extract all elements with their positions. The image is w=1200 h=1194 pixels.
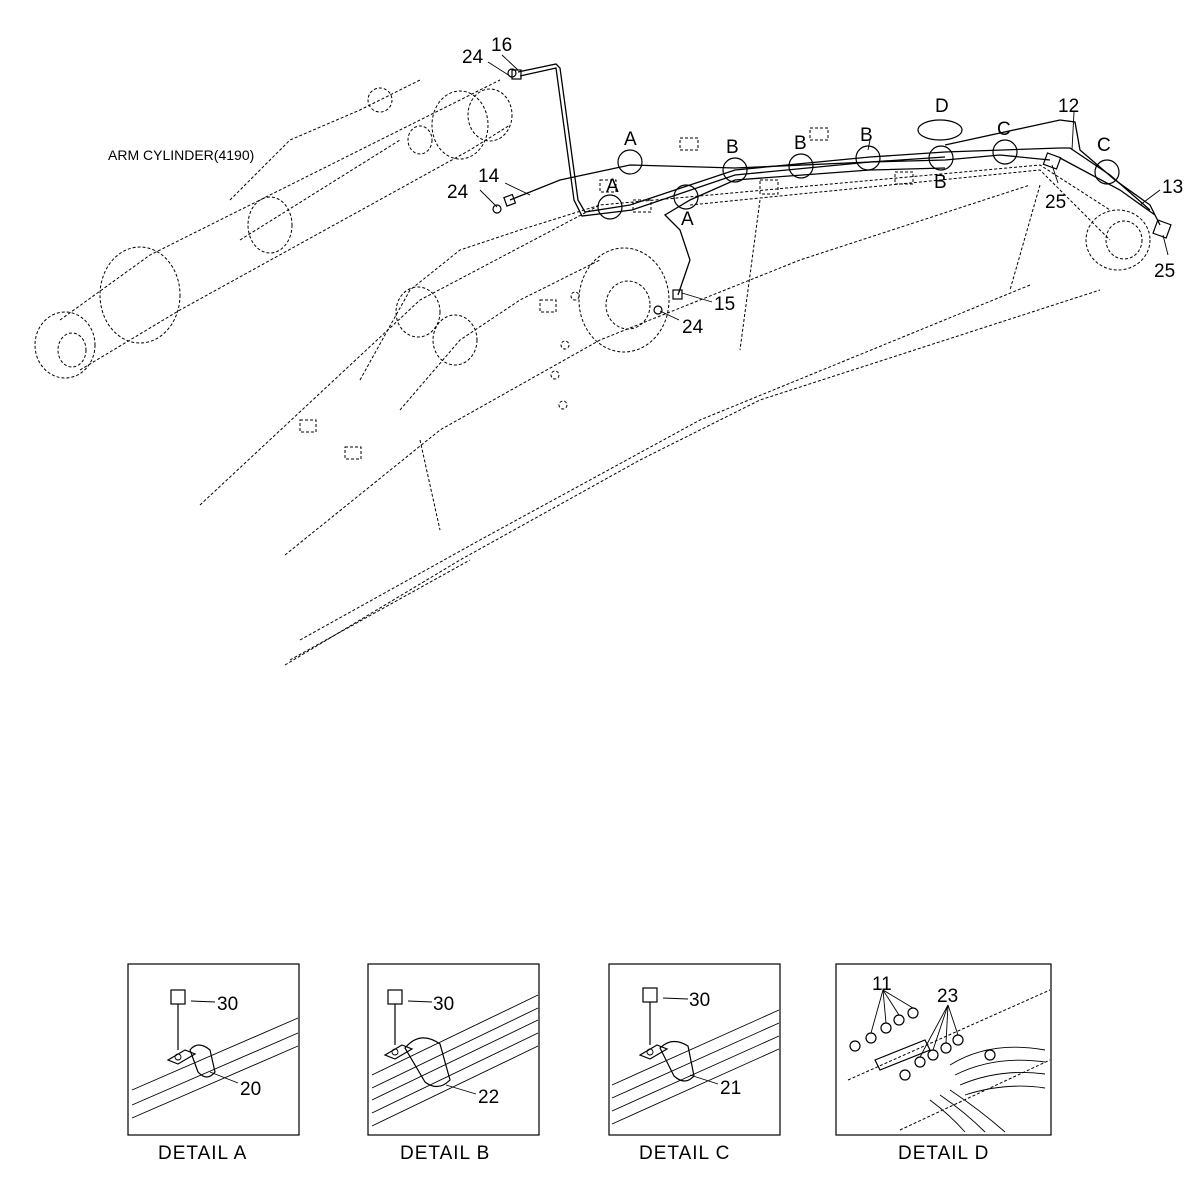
arm-cylinder-label: ARM CYLINDER(4190): [108, 147, 254, 163]
leader-lines: [479, 54, 1169, 321]
detail-marker-d: D: [935, 96, 949, 117]
detail-c-caption: DETAIL C: [639, 1143, 730, 1164]
detail-a-clamp-label: 20: [240, 1079, 261, 1100]
arm-cylinder: [34, 79, 513, 379]
boom: [199, 127, 1151, 666]
callout-13: 13: [1162, 177, 1183, 198]
callout-24: 24: [462, 47, 484, 68]
detail-marker-a: A: [624, 129, 637, 150]
detail-a-bolt-label: 30: [217, 994, 238, 1015]
detail-marker-a: A: [606, 176, 619, 197]
callout-24: 24: [682, 317, 704, 338]
callout-24: 24: [447, 182, 469, 203]
detail-marker-b: B: [934, 172, 947, 193]
detail-marker-c: C: [1097, 135, 1111, 156]
detail-a: 30 20 DETAIL A: [127, 963, 300, 1164]
callout-15: 15: [714, 294, 735, 315]
detail-marker-b: B: [794, 133, 807, 154]
callout-16: 16: [491, 35, 512, 56]
labels: ARM CYLINDER(4190) 16 24 14 24 15 24 12 …: [108, 35, 1183, 338]
detail-a-caption: DETAIL A: [158, 1143, 247, 1164]
detail-c-bolt-label: 30: [689, 990, 710, 1011]
callout-25: 25: [1045, 192, 1066, 213]
detail-d-label-23: 23: [937, 986, 958, 1007]
callout-25: 25: [1154, 261, 1175, 282]
detail-marker-a: A: [681, 209, 694, 230]
detail-c: 30 21 DETAIL C: [608, 963, 781, 1164]
detail-b: 30 22 DETAIL B: [367, 963, 540, 1164]
detail-c-clamp-label: 21: [720, 1078, 741, 1099]
detail-d: 11 23 DETAIL D: [835, 963, 1052, 1164]
hoses: [492, 63, 1172, 315]
detail-d-caption: DETAIL D: [898, 1143, 989, 1164]
callout-14: 14: [478, 166, 500, 187]
detail-b-bolt-label: 30: [433, 994, 454, 1015]
callout-12: 12: [1058, 96, 1079, 117]
detail-marker-b: B: [726, 137, 739, 158]
detail-marker-c: C: [997, 119, 1011, 140]
detail-marker-b: B: [860, 125, 873, 146]
detail-d-label-11: 11: [872, 974, 892, 995]
detail-b-caption: DETAIL B: [400, 1143, 490, 1164]
clamp-markers: [597, 119, 1120, 220]
detail-b-clamp-label: 22: [478, 1087, 499, 1108]
